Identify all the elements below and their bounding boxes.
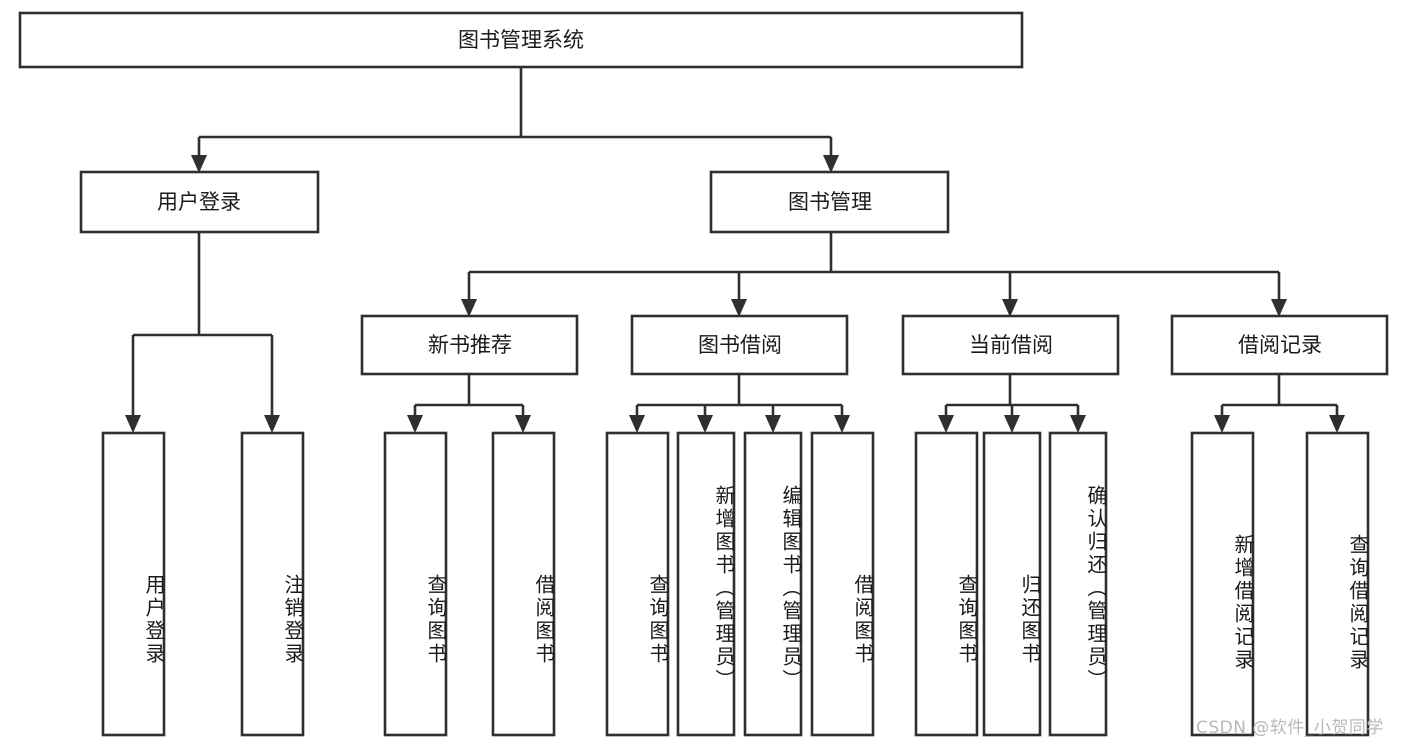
leaf-box-query-book-2[interactable] <box>605 431 670 737</box>
node-current-borrow-label: 当前借阅 <box>969 333 1053 357</box>
node-new-book-rec-label: 新书推荐 <box>428 333 512 357</box>
leaf-box-query-book-3[interactable] <box>914 431 979 737</box>
leaf-box-confirm-return[interactable] <box>1048 431 1108 737</box>
leaf-box-edit-book[interactable] <box>743 431 803 737</box>
connector-currentborrow-to-leaves <box>938 374 1086 433</box>
connector-borrowrecord-to-leaves <box>1214 374 1345 433</box>
leaf-box-return-book[interactable] <box>982 431 1042 737</box>
leaf-box-query-record[interactable] <box>1305 431 1370 737</box>
connector-userlogin-to-leaves <box>125 232 280 433</box>
node-book-borrow-label: 图书借阅 <box>698 333 782 357</box>
leaf-box-borrow-book-1[interactable] <box>491 431 556 737</box>
connector-bookborrow-to-leaves <box>629 374 850 433</box>
node-borrow-record[interactable]: 借阅记录 <box>1170 314 1389 376</box>
connector-newbook-to-leaves <box>407 374 531 433</box>
node-user-login[interactable]: 用户登录 <box>79 170 320 234</box>
leaf-box-borrow-book-2[interactable] <box>810 431 875 737</box>
node-book-manage-label: 图书管理 <box>788 190 872 214</box>
leaf-box-user-login[interactable] <box>101 431 166 737</box>
node-book-borrow[interactable]: 图书借阅 <box>630 314 849 376</box>
node-root[interactable]: 图书管理系统 <box>18 11 1024 69</box>
connector-root-to-level1 <box>191 67 839 173</box>
leaf-box-add-record[interactable] <box>1190 431 1255 737</box>
node-borrow-record-label: 借阅记录 <box>1238 333 1322 357</box>
leaf-box-logout[interactable] <box>240 431 305 737</box>
node-book-manage[interactable]: 图书管理 <box>709 170 950 234</box>
node-user-login-label: 用户登录 <box>157 190 241 214</box>
node-new-book-rec[interactable]: 新书推荐 <box>360 314 579 376</box>
leaf-box-query-book-1[interactable] <box>383 431 448 737</box>
leaf-box-add-book[interactable] <box>676 431 736 737</box>
node-root-label: 图书管理系统 <box>458 28 584 52</box>
connector-bookmanage-to-level2 <box>461 232 1287 317</box>
node-current-borrow[interactable]: 当前借阅 <box>901 314 1120 376</box>
csdn-watermark: CSDN @软件_小贺同学 <box>1196 718 1384 738</box>
